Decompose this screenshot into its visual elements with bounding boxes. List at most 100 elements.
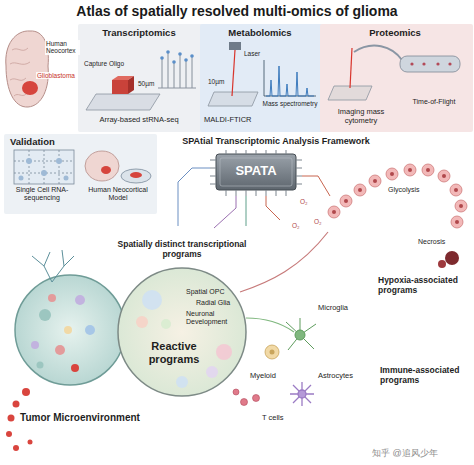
circle-caption: Tumor Microenvironment — [15, 412, 145, 424]
transcriptomics-illustration — [160, 56, 164, 60]
microglia-cell — [286, 318, 316, 350]
hypoxia-nuclei — [358, 188, 362, 192]
hypoxia-cells — [328, 164, 467, 228]
chip-wiring — [178, 168, 210, 226]
proteomics-illustration — [436, 62, 439, 65]
chip-wiring — [266, 196, 280, 220]
part-label: Capture Oligo — [84, 60, 124, 67]
hypoxia-cells — [369, 175, 381, 187]
validation-illustration — [121, 169, 151, 183]
proteomics-illustration — [410, 62, 413, 65]
chip-wiring — [214, 196, 236, 228]
metabolomics-illustration — [266, 66, 314, 96]
panel-title: Validation — [10, 137, 55, 148]
validation-illustration — [101, 166, 111, 174]
hypoxia-cells — [455, 200, 467, 212]
astrocyte-cell — [290, 382, 314, 406]
region-label: Glioblastoma — [36, 72, 76, 79]
hypoxia-nuclei — [332, 210, 336, 214]
framework-chip: SPAtial Transcriptomic Analysis Framewor… — [158, 136, 394, 192]
validation-illustration — [44, 150, 45, 184]
necrosis-area — [438, 260, 446, 268]
fiber-strands — [240, 232, 328, 332]
metabolomics-illustration — [208, 42, 316, 106]
tumor-cells — [85, 325, 95, 335]
validation-illustration — [64, 176, 69, 181]
hypoxia-nuclei — [454, 188, 458, 192]
transcriptomics-illustration — [160, 50, 194, 64]
hypoxia-cells — [438, 170, 450, 182]
tumor-cells — [55, 345, 65, 355]
metabolomics-illustration — [232, 50, 235, 96]
transcriptomics-illustration — [162, 52, 192, 88]
metabolomics-illustration — [229, 42, 241, 50]
cell-label: Microglia — [318, 304, 348, 313]
hypoxia-cells — [422, 164, 434, 176]
chip-wiring — [246, 196, 247, 226]
transcriptomics-illustration — [172, 60, 176, 64]
hypoxia-nuclei — [455, 220, 459, 224]
fiber-strands — [246, 318, 294, 332]
circle-heading: Spatially distinct transcriptional progr… — [112, 240, 252, 260]
myeloid-cell — [265, 345, 279, 359]
proteomics-illustration — [448, 62, 451, 65]
myeloid-cell — [265, 345, 279, 359]
tumor-cells — [64, 326, 72, 334]
validation-illustration — [56, 158, 62, 164]
validation-illustration — [26, 158, 32, 164]
microglia-cell — [286, 318, 316, 350]
dimension: 50µm — [138, 80, 154, 87]
program-label: Hypoxia-associated programs — [378, 276, 470, 296]
hypoxia-cells — [328, 206, 340, 218]
validation-illustration — [41, 170, 47, 176]
validation-panel: ValidationSingle Cell RNA-sequencingHuma… — [4, 134, 157, 214]
panel-title: Proteomics — [320, 28, 470, 39]
method-panel: TranscriptomicsArray-based stRNA-seq — [78, 24, 203, 132]
validation-illustration — [19, 176, 24, 181]
proteomics-illustration — [410, 62, 451, 65]
chip-wiring — [226, 190, 286, 196]
validation-illustration — [14, 150, 74, 184]
cell-trail — [6, 431, 12, 437]
cell-label: Necrosis — [418, 238, 445, 246]
cell-blob — [136, 316, 148, 328]
hypoxia-nuclei — [390, 172, 394, 176]
oxygen-label: O₂ — [314, 218, 322, 225]
cell-trail — [13, 445, 19, 451]
hypoxia-cells — [340, 195, 352, 207]
cell-label: Glycolysis — [388, 186, 420, 194]
t-cells — [253, 395, 260, 402]
validation-illustration — [85, 151, 119, 181]
microglia-cell — [295, 330, 305, 340]
validation-illustration — [14, 150, 74, 184]
validation-illustration — [29, 150, 30, 184]
hypoxia-nuclei — [426, 168, 430, 172]
cell-trail — [28, 440, 33, 445]
circle-outline — [112, 240, 252, 400]
method-panel: ProteomicsImaging mass cytometryTime-of-… — [320, 24, 473, 132]
neuron-tree — [32, 250, 74, 282]
program-name: Reactive programs — [134, 340, 214, 365]
transcriptomics-illustration — [180, 54, 181, 88]
cell-blob — [176, 376, 188, 388]
hypoxia-cells — [354, 184, 366, 196]
program-circle: Spatially distinct transcriptional progr… — [112, 240, 252, 400]
metabolomics-illustration — [264, 96, 316, 97]
validation-illustration — [59, 150, 60, 184]
transcriptomics-illustration — [184, 58, 188, 62]
chip-outline — [216, 154, 296, 190]
circle-outline — [118, 268, 246, 396]
chip-wiring — [210, 160, 302, 184]
cell-trail — [22, 388, 30, 396]
validation-illustration — [14, 161, 74, 162]
tumor-cells — [31, 341, 39, 349]
hypoxia-nuclei — [459, 204, 463, 208]
cell-trail — [13, 401, 20, 408]
t-cells — [241, 399, 248, 406]
method-name: Array-based stRNA-seq — [78, 116, 200, 125]
step-name: Mass spectrometry — [262, 100, 318, 107]
hypoxia-cells — [386, 168, 398, 180]
